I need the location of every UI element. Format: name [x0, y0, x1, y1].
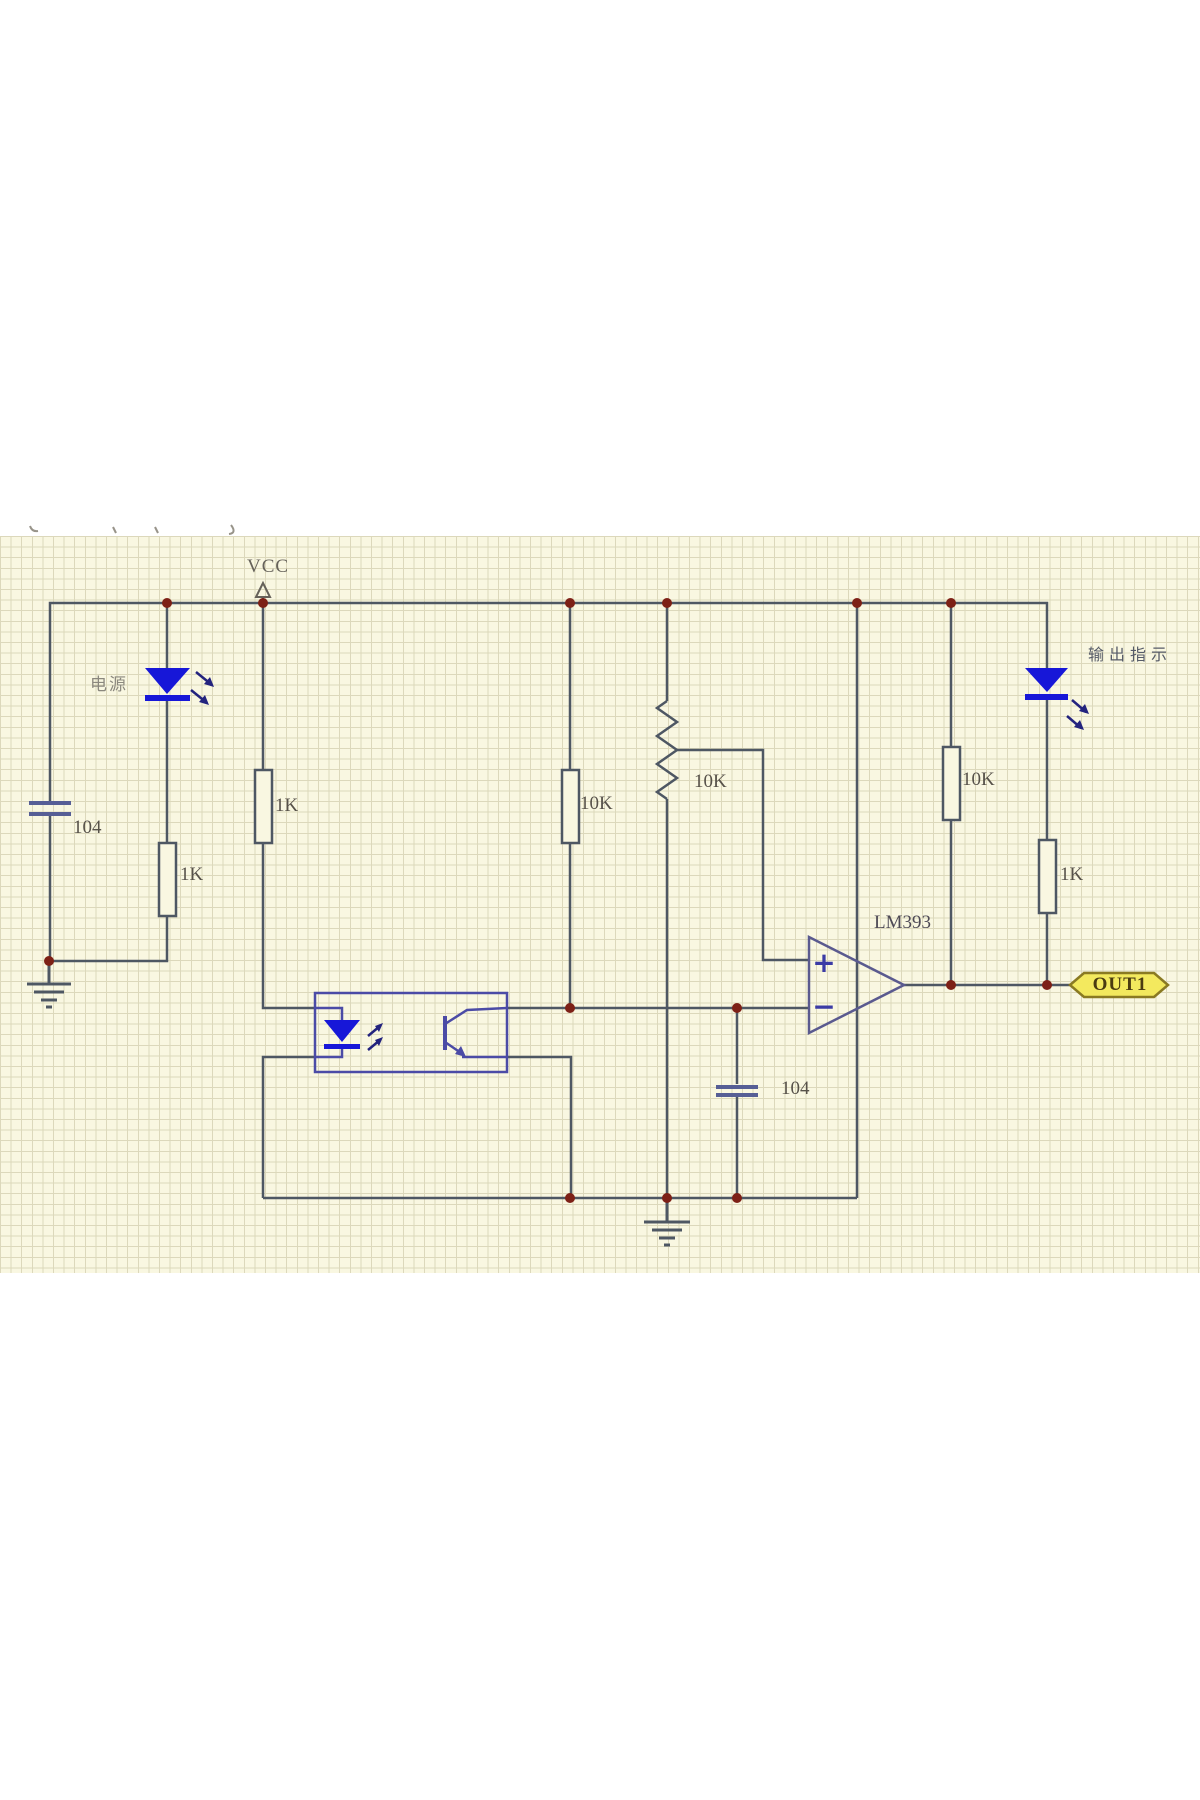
minus-pullup-resistor-value: 10K	[580, 793, 613, 814]
output-pullup-resistor-value: 10K	[962, 769, 995, 790]
opto-led	[324, 1020, 360, 1042]
resistor-minus-pullup	[560, 768, 581, 845]
output-led-resistor-value: 1K	[1060, 864, 1084, 885]
emitter-ground-wire	[507, 1055, 573, 1198]
power-led-resistor-value: 1K	[180, 864, 204, 885]
top-power-rail	[48, 601, 1049, 801]
output-led-symbol	[1025, 668, 1089, 730]
schematic-grid-canvas	[0, 536, 1200, 1273]
comparator-symbol: + −	[807, 934, 907, 1036]
vcc-net-label: VCC	[247, 556, 290, 577]
divider-resistor-value: 10K	[694, 771, 727, 792]
cropped-text-fragments	[29, 524, 235, 535]
output-port-tag	[1068, 971, 1170, 999]
minus-input-symbol: −	[812, 990, 835, 1023]
resistor-opto-led-series	[253, 768, 274, 845]
resistor-bodies	[157, 745, 1058, 918]
plus-input-symbol: +	[812, 946, 835, 979]
capacitor-minus-input-filter	[716, 1085, 758, 1097]
power-led-symbol	[145, 668, 214, 705]
left-ground-branch	[48, 816, 169, 963]
resistor-power-led-series	[157, 841, 178, 918]
wires	[48, 601, 1070, 1200]
resistor-output-pullup	[941, 745, 962, 822]
bottom-ground-symbol	[644, 1198, 690, 1247]
comparator-part-label: LM393	[874, 912, 931, 933]
power-led-label: 电源	[90, 675, 128, 694]
junction-dots	[44, 598, 1052, 1203]
minus-filter-cap-value: 104	[781, 1078, 810, 1099]
divider-resistor-zigzag	[654, 699, 680, 801]
output-led-label: 输出指示	[1088, 647, 1173, 664]
optocoupler	[313, 991, 509, 1074]
plus-input-wire	[677, 748, 809, 962]
opto-led-resistor-value: 1K	[275, 795, 299, 816]
left-ground-symbol	[27, 961, 71, 1009]
capacitor-supply-filter	[29, 801, 71, 816]
output-port-label: OUT1	[1092, 974, 1148, 995]
resistor-output-led-series	[1037, 838, 1058, 915]
opto-phototransistor	[443, 1006, 508, 1059]
supply-filter-cap-value: 104	[73, 817, 102, 838]
